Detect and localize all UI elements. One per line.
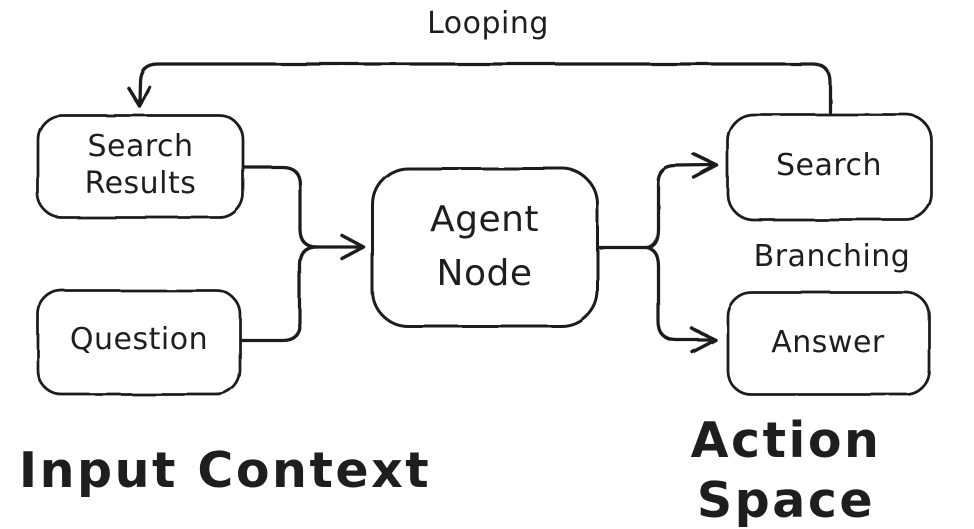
search-results-out-edge	[242, 165, 319, 249]
looping-edge	[137, 62, 832, 114]
branch-up-edge	[645, 163, 715, 250]
search-in-arrowhead-icon	[692, 152, 719, 180]
agent-in-arrowhead-icon	[340, 233, 366, 261]
question-box	[36, 289, 242, 396]
search-results-box	[36, 114, 245, 219]
answer-in-arrowhead-icon	[690, 326, 717, 354]
looping-arrowhead-icon	[126, 85, 152, 108]
answer-box	[726, 291, 931, 396]
branch-down-edge	[645, 245, 713, 342]
search-box	[726, 113, 933, 221]
question-out-edge	[239, 245, 319, 342]
agent-node-box	[371, 167, 599, 328]
